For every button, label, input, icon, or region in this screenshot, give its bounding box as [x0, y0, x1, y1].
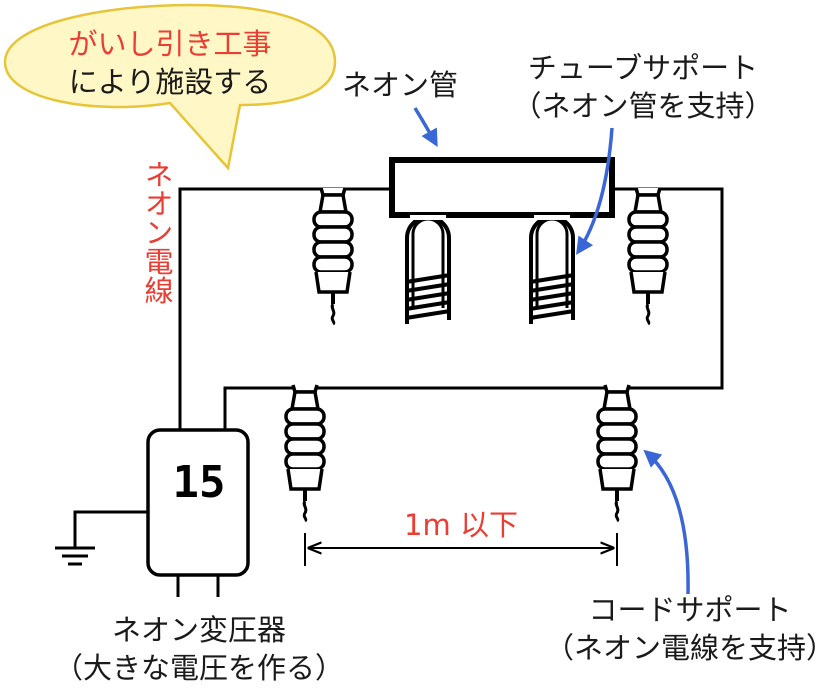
- callout-line-1: がいし引き工事: [68, 27, 271, 61]
- transformer-code: 15: [173, 457, 226, 508]
- neon-wire-label: ネオン電線: [140, 160, 174, 305]
- insulator-bottom-left: [284, 383, 326, 523]
- neon-tube: [389, 157, 615, 326]
- insulator-top-left: [312, 186, 354, 326]
- spacing-label: 1m 以下: [404, 508, 518, 542]
- transformer-label-2: （大きな電圧を作る）: [54, 651, 344, 685]
- cord-support-label-1: コードサポート: [588, 593, 791, 627]
- callout-line-2: により施設する: [69, 65, 271, 99]
- neon-tube-label: ネオン管: [342, 68, 458, 102]
- callout-bubble: [3, 3, 337, 171]
- neon-tube-pointer-arrow: [413, 107, 438, 148]
- insulator-top-right: [627, 186, 669, 326]
- cord-support-label-2: （ネオン電線を支持）: [545, 631, 834, 665]
- cord-support-pointer-arrow: [643, 449, 690, 595]
- tube-support-label-2: （ネオン管を支持）: [512, 89, 773, 123]
- insulator-bottom-right: [596, 383, 638, 523]
- spacing-dimension: 1m 以下: [304, 508, 618, 566]
- tube-support-pointer-arrow: [576, 127, 614, 255]
- tube-support-label-1: チューブサポート: [528, 51, 758, 85]
- transformer-label-1: ネオン変圧器: [112, 613, 286, 647]
- neon-transformer: 15: [55, 428, 250, 597]
